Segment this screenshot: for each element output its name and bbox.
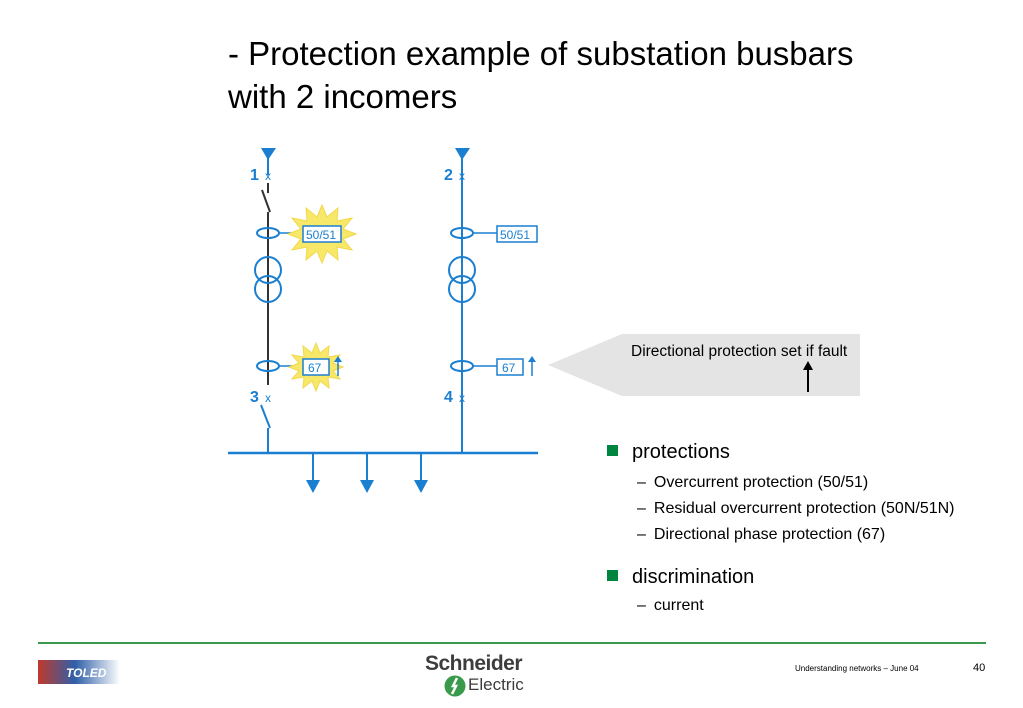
coupler-label-4: 4	[444, 389, 453, 406]
sub-bullet: –Directional phase protection (67)	[637, 526, 885, 544]
dash-icon: –	[637, 526, 646, 543]
relay-label-50-51-right: 50/51	[500, 228, 530, 242]
incomer-right: 2 x 50/51 67 4 x	[444, 148, 538, 453]
sub-bullet: –Overcurrent protection (50/51)	[637, 474, 868, 492]
bullet-label: protections	[632, 441, 730, 463]
brand-name: Schneider	[425, 652, 523, 675]
bullet-label: discrimination	[632, 566, 755, 588]
sub-bullet: –Residual overcurrent protection (50N/51…	[637, 500, 955, 518]
sub-bullet-label: Overcurrent protection (50/51)	[653, 474, 869, 491]
dash-icon: –	[637, 474, 646, 491]
sub-bullet: –current	[637, 597, 704, 615]
title-line-2: with 2 incomers	[228, 78, 458, 115]
bullet-square-icon	[607, 570, 618, 581]
dash-icon: –	[637, 500, 646, 517]
dash-icon: –	[637, 597, 646, 614]
bullet-square-icon	[607, 445, 618, 456]
svg-text:TOLED: TOLED	[66, 666, 107, 680]
relay-label-67-right: 67	[502, 361, 516, 375]
svg-text:x: x	[459, 169, 465, 183]
feeder-arrow-1	[306, 480, 320, 493]
incomer-label-2: 2	[444, 167, 453, 184]
bullet-discrimination: discrimination	[607, 566, 754, 589]
sub-bullet-label: Residual overcurrent protection (50N/51N…	[653, 500, 955, 517]
title-line-1: - Protection example of substation busba…	[228, 35, 854, 72]
svg-text:x: x	[459, 391, 465, 405]
incomer-left: 1 x 50/51 67 3 x	[250, 148, 358, 453]
fault-direction-arrow-icon	[803, 361, 813, 370]
feeder-arrow-3	[414, 480, 428, 493]
relay-label-50-51-left: 50/51	[306, 228, 336, 242]
toled-logo: TOLED	[38, 660, 120, 684]
incomer-label-1: 1	[250, 167, 259, 184]
bullet-protections: protections	[607, 441, 730, 464]
sub-bullet-label: current	[653, 597, 704, 614]
page-number: 40	[973, 662, 986, 674]
coupler-label-3: 3	[250, 389, 259, 406]
callout-shape	[548, 334, 860, 396]
callout-text: Directional protection set if fault	[631, 343, 848, 360]
brand-sub: Electric	[468, 675, 524, 694]
sub-bullet-label: Directional phase protection (67)	[653, 526, 886, 543]
relay-label-67-left: 67	[308, 361, 322, 375]
busbar	[228, 451, 538, 493]
footer-divider	[38, 642, 986, 644]
brand-emblem-icon	[444, 675, 466, 697]
feeder-arrow-2	[360, 480, 374, 493]
slide-title: - Protection example of substation busba…	[228, 32, 988, 118]
svg-text:x: x	[265, 391, 271, 405]
footer-note: Understanding networks – June 04	[795, 664, 919, 673]
svg-text:x: x	[265, 169, 271, 183]
